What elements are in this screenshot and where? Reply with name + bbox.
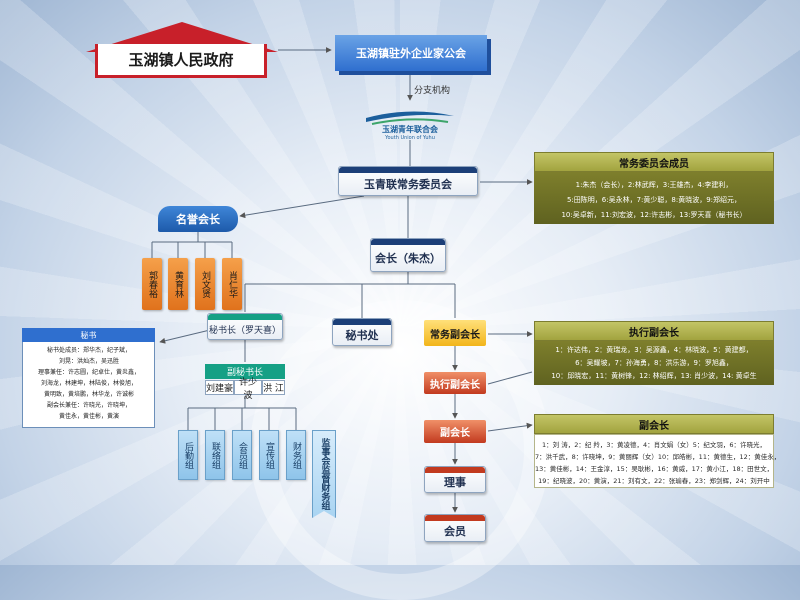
secretary-general-box: 秘书长（罗天喜）	[207, 313, 283, 340]
standing-members-line: 10:吴卓新，11:刘宏波，12:许志彬，13:罗天喜（秘书长）	[561, 211, 747, 219]
deputy-secretary-name: 刘建豪	[205, 380, 234, 395]
honor-title: 名誉会长	[158, 206, 238, 232]
standing-members-title: 常务委员会成员	[534, 152, 774, 172]
executive-vp-line: 10：邱晓宏，11：黄树锋，12: 林绍辉，13: 肖少波，14: 黄卓生	[551, 372, 757, 380]
work-group: 后勤组	[178, 430, 198, 480]
secretariat-line: 刘晃：洪灿杰，吴迅胜	[58, 358, 119, 365]
association-label: 玉湖镇驻外企业家公会	[356, 47, 466, 60]
president-label: 会长（朱杰）	[375, 251, 441, 265]
association-box: 玉湖镇驻外企业家公会	[335, 35, 487, 71]
vp-panel: 1：刘 涛，2：纪 羚，3：黄凌德，4：肖文娟（女）5：纪文羽，6：许晓光， 7…	[534, 434, 781, 488]
standing-members-line: 1:朱杰（会长），2:林武辉，3:王雄杰，4:李建利，	[575, 181, 733, 189]
secretariat-panel	[22, 328, 155, 428]
branch-label: 分支机构	[414, 86, 451, 96]
executive-vp-line: 6：吴耀坡，7：孙海勇，8：洪乐游，9：罗旭鑫，	[575, 359, 733, 367]
secretariat-label: 秘书处	[345, 328, 379, 342]
honor-member: 刘文贤	[195, 258, 215, 310]
work-group: 宣传组	[259, 430, 279, 480]
chain-standing-vp: 常务副会长	[424, 320, 486, 346]
honor-title-label: 名誉会长	[176, 213, 220, 226]
logo-en: Youth Union of Yuhu	[385, 135, 435, 141]
honor-member: 肖仁华	[222, 258, 242, 310]
logo-cn: 玉湖青年联合会	[382, 125, 438, 134]
executive-vp-line: 1：许达伟，2：黄瑞龙，3：吴源鑫，4：林晓波，5：黄建都，	[555, 346, 753, 354]
secretariat-line: 刘海龙，林建坤，林陆俊，林俊旭，	[40, 380, 137, 387]
chain-vp: 副会长	[424, 420, 486, 443]
standing-committee-label: 玉青联常务委员会	[364, 177, 452, 191]
work-group: 财务组	[286, 430, 306, 480]
government-label: 玉湖镇人民政府	[128, 51, 234, 69]
secretariat-line: 黄明致，黄培鹏，林华龙，许诚彬	[43, 391, 134, 398]
executive-vp-title: 执行副会长	[534, 321, 774, 341]
government-box: 玉湖镇人民政府	[95, 44, 267, 78]
president-box: 会长（朱杰）	[370, 238, 446, 272]
secretariat-line: 黄佳永，黄佳彬，黄演	[58, 413, 119, 420]
work-group: 联络组	[205, 430, 225, 480]
vp-title: 副会长	[534, 414, 774, 434]
secretariat-line: 理事兼任：许志圆，纪卓仕，黄炎鑫，	[37, 369, 140, 376]
vp-line: 13：黄佳彬，14：王金淳，15：吴耿彬，16：黄威，17：黄小江，18：田世文…	[535, 465, 774, 473]
secretary-general-label: 秘书长（罗天喜）	[208, 325, 281, 336]
youth-union-logo: 玉湖青年联合会 Youth Union of Yuhu	[358, 104, 462, 144]
standing-members-line: 5:田陈明，6:吴永林，7:黄少聪，8:黄晓波，9:郑绍元，	[566, 196, 742, 204]
deputy-secretary-name: 洪 江	[262, 380, 285, 395]
logo-swoosh-icon	[366, 111, 454, 125]
executive-vp-panel: 1：许达伟，2：黄瑞龙，3：吴源鑫，4：林晓波，5：黄建都， 6：吴耀坡，7：孙…	[534, 341, 774, 385]
chain-director-label: 理事	[444, 476, 466, 489]
secretariat-box: 秘书处	[332, 318, 392, 346]
chain-executive-vp: 执行副会长	[424, 372, 486, 394]
standing-members-panel: 1:朱杰（会长），2:林武辉，3:王雄杰，4:李建利， 5:田陈明，6:吴永林，…	[534, 172, 774, 224]
deputy-secretary-name: 许少波	[234, 378, 262, 401]
vp-line: 1：刘 涛，2：纪 羚，3：黄凌德，4：肖文娟（女）5：纪文羽，6：许晓光，	[542, 441, 766, 449]
secretariat-line: 秘书处成员：郑华杰，纪子斌，	[46, 347, 131, 354]
standing-committee-box: 玉青联常务委员会	[338, 166, 478, 196]
vp-line: 19：纪晓波，20：黄演，21：刘有文，22：张瑜春，23：郑剑辉，24：刘开中	[538, 477, 770, 485]
connector-lines	[151, 47, 533, 513]
chain-director: 理事	[424, 466, 486, 493]
honor-member: 黄育林	[168, 258, 188, 310]
chain-member: 会员	[424, 514, 486, 542]
deputy-secretary-title: 副秘书长	[205, 364, 285, 379]
supervisory-group: 监事会监督财务组	[312, 430, 336, 518]
secretariat-line: 副会长兼任：许晓光，许晓坤，	[46, 402, 131, 409]
chain-member-label: 会员	[444, 524, 466, 538]
secretariat-panel-title: 秘书	[22, 328, 155, 342]
work-group: 会员组	[232, 430, 252, 480]
vp-line: 7：洪千武，8：许晓坤，9：黄丽辉（女）10：邱皓彬，11：黄德生，12：黄佳永…	[535, 453, 781, 461]
honor-member: 郭春裕	[142, 258, 162, 310]
